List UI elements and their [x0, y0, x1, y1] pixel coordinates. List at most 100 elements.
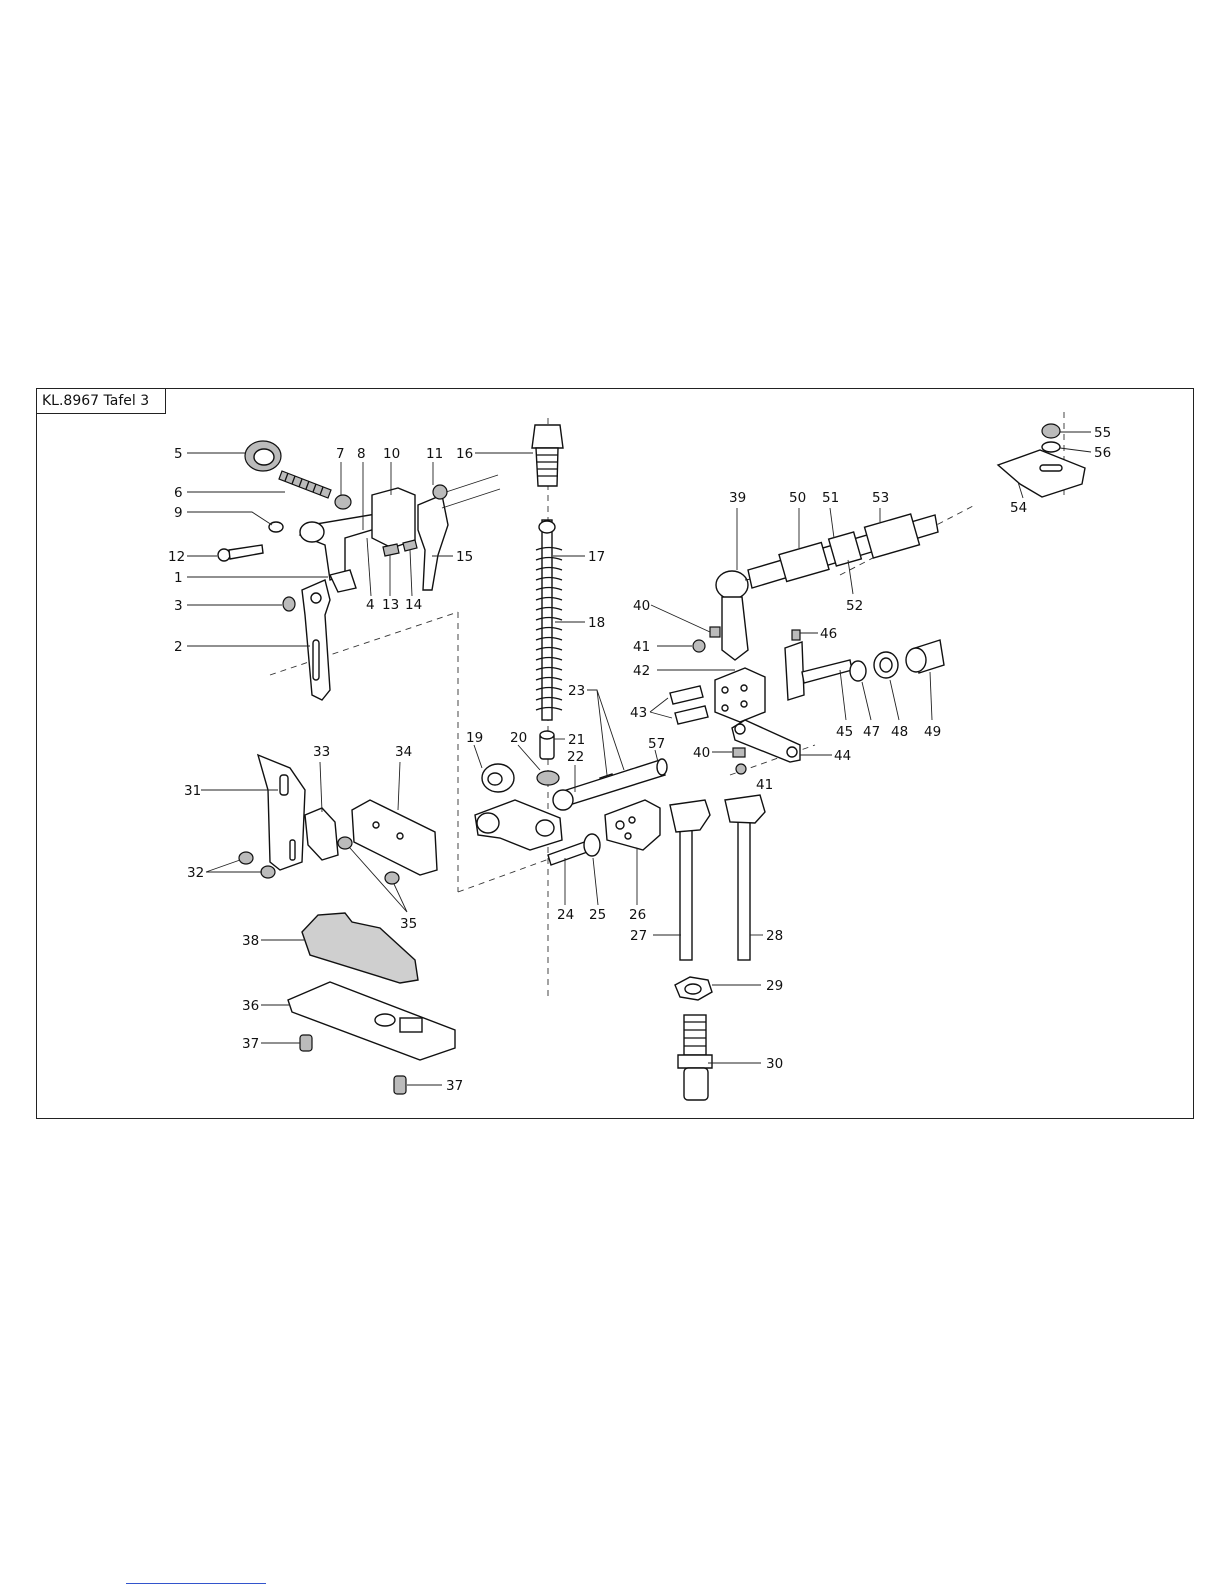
part-41b-screw: [736, 764, 746, 774]
part-9-washer: [269, 522, 283, 532]
part-43-pins: [670, 686, 708, 724]
part-45-arm: [785, 642, 852, 700]
part-34-block: [352, 800, 437, 875]
label-32: 32: [187, 865, 204, 881]
part-50-53-shaft: [748, 514, 938, 588]
label-20: 20: [510, 730, 527, 746]
label-8: 8: [357, 446, 366, 462]
part-46-screw: [792, 630, 800, 640]
part-13-screw: [383, 544, 399, 556]
part-56-washer: [1042, 442, 1060, 452]
label-41a: 41: [633, 639, 650, 655]
part-2-link-plate: [302, 580, 330, 700]
part-16-bolt: [532, 425, 563, 486]
label-54: 54: [1010, 500, 1027, 516]
label-29: 29: [766, 978, 783, 994]
label-21: 21: [568, 732, 585, 748]
label-37b: 37: [446, 1078, 463, 1094]
label-45: 45: [836, 724, 853, 740]
part-48-bushing: [874, 652, 898, 678]
part-11-nut: [433, 485, 447, 499]
label-24: 24: [557, 907, 574, 923]
part-54-bracket: [998, 450, 1085, 497]
label-3: 3: [174, 598, 183, 614]
label-6: 6: [174, 485, 183, 501]
label-52: 52: [846, 598, 863, 614]
label-11: 11: [426, 446, 443, 462]
part-3-screw: [283, 597, 295, 611]
part-33-bracket: [305, 808, 338, 860]
label-55: 55: [1094, 425, 1111, 441]
label-4: 4: [366, 597, 375, 613]
label-13: 13: [382, 597, 399, 613]
label-43: 43: [630, 705, 647, 721]
part-18-spring: [536, 520, 562, 720]
footer-link-underline[interactable]: [126, 1583, 266, 1584]
part-20-washer: [537, 771, 559, 785]
label-50: 50: [789, 490, 806, 506]
label-48: 48: [891, 724, 908, 740]
label-51: 51: [822, 490, 839, 506]
label-9: 9: [174, 505, 183, 521]
label-10: 10: [383, 446, 400, 462]
label-1: 1: [174, 570, 183, 586]
label-19: 19: [466, 730, 483, 746]
label-46: 46: [820, 626, 837, 642]
label-12: 12: [168, 549, 185, 565]
label-28: 28: [766, 928, 783, 944]
label-53: 53: [872, 490, 889, 506]
label-57: 57: [648, 736, 665, 752]
part-21-pin: [540, 731, 554, 759]
part-47-washer: [850, 661, 866, 681]
label-42: 42: [633, 663, 650, 679]
label-44: 44: [834, 748, 851, 764]
label-22: 22: [567, 749, 584, 765]
part-29-nut: [675, 977, 712, 1000]
part-27-rod: [670, 800, 710, 960]
part-49-sleeve: [906, 640, 944, 673]
part-40b-clip: [733, 748, 745, 757]
part-12-screw: [218, 545, 263, 561]
label-14: 14: [405, 597, 422, 613]
label-17: 17: [588, 549, 605, 565]
part-40-clip: [710, 627, 720, 637]
label-31: 31: [184, 783, 201, 799]
label-26: 26: [629, 907, 646, 923]
part-31-plate: [258, 755, 305, 870]
label-37a: 37: [242, 1036, 259, 1052]
part-5-spring-cap: [245, 441, 281, 471]
part-55-nut: [1042, 424, 1060, 438]
part-30-stud: [678, 1015, 712, 1100]
label-16: 16: [456, 446, 473, 462]
label-41b: 41: [756, 777, 773, 793]
label-25: 25: [589, 907, 606, 923]
label-47: 47: [863, 724, 880, 740]
label-5: 5: [174, 446, 183, 462]
part-24-crank: [475, 800, 593, 865]
label-23: 23: [568, 683, 585, 699]
part-7-nut: [335, 495, 351, 509]
label-2: 2: [174, 639, 183, 655]
parts-drawing: [218, 424, 1085, 1100]
label-34: 34: [395, 744, 412, 760]
label-18: 18: [588, 615, 605, 631]
label-56: 56: [1094, 445, 1111, 461]
part-25-washer: [584, 834, 600, 856]
part-6-threaded-stud: [279, 471, 331, 498]
label-40a: 40: [633, 598, 650, 614]
label-36: 36: [242, 998, 259, 1014]
label-38: 38: [242, 933, 259, 949]
label-15: 15: [456, 549, 473, 565]
part-10-bracket: [372, 488, 415, 548]
label-35: 35: [400, 916, 417, 932]
part-15-arm: [418, 475, 500, 590]
label-49: 49: [924, 724, 941, 740]
part-26-block: [605, 800, 660, 850]
part-19-collar: [482, 764, 514, 792]
label-33: 33: [313, 744, 330, 760]
label-27: 27: [630, 928, 647, 944]
label-7: 7: [336, 446, 345, 462]
part-41-screw: [693, 640, 705, 652]
part-42-block: [715, 668, 765, 722]
